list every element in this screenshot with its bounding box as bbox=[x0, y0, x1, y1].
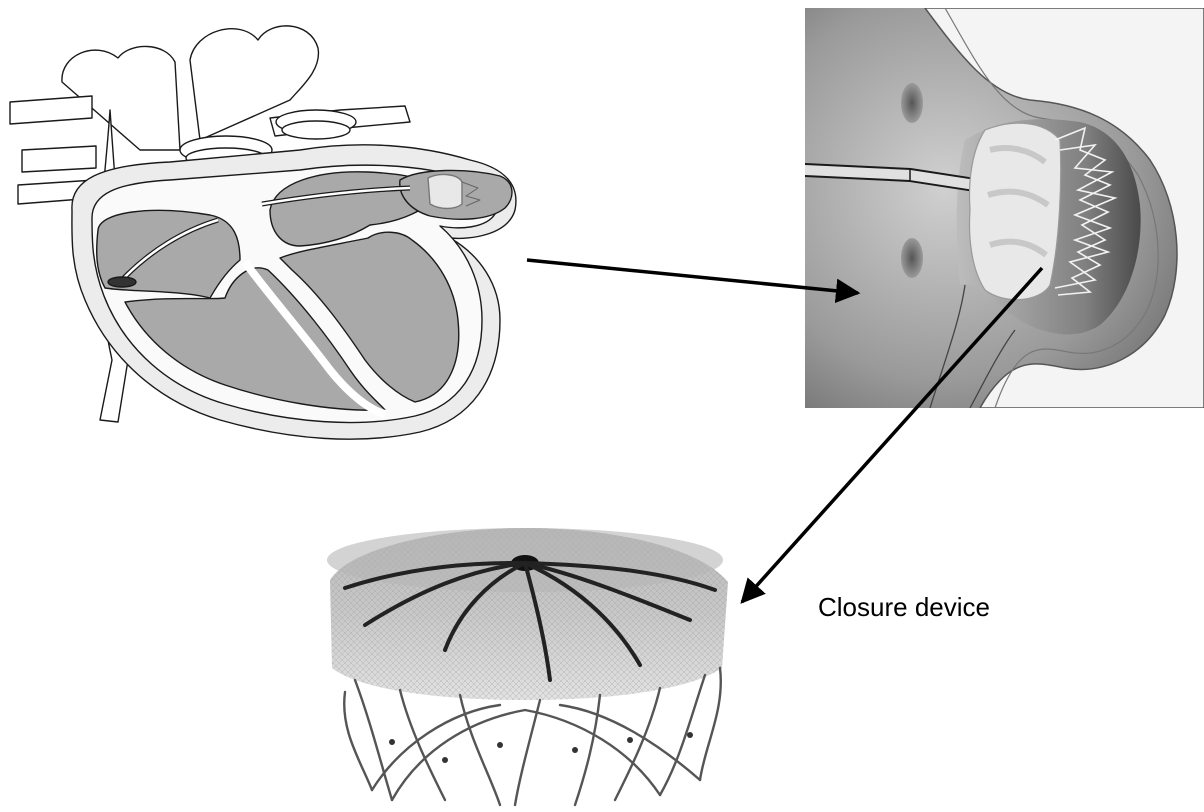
heart-illustration bbox=[10, 26, 516, 439]
appendage-closeup bbox=[805, 8, 1204, 408]
closure-device-render bbox=[327, 528, 728, 805]
closure-device-label: Closure device bbox=[818, 592, 990, 623]
